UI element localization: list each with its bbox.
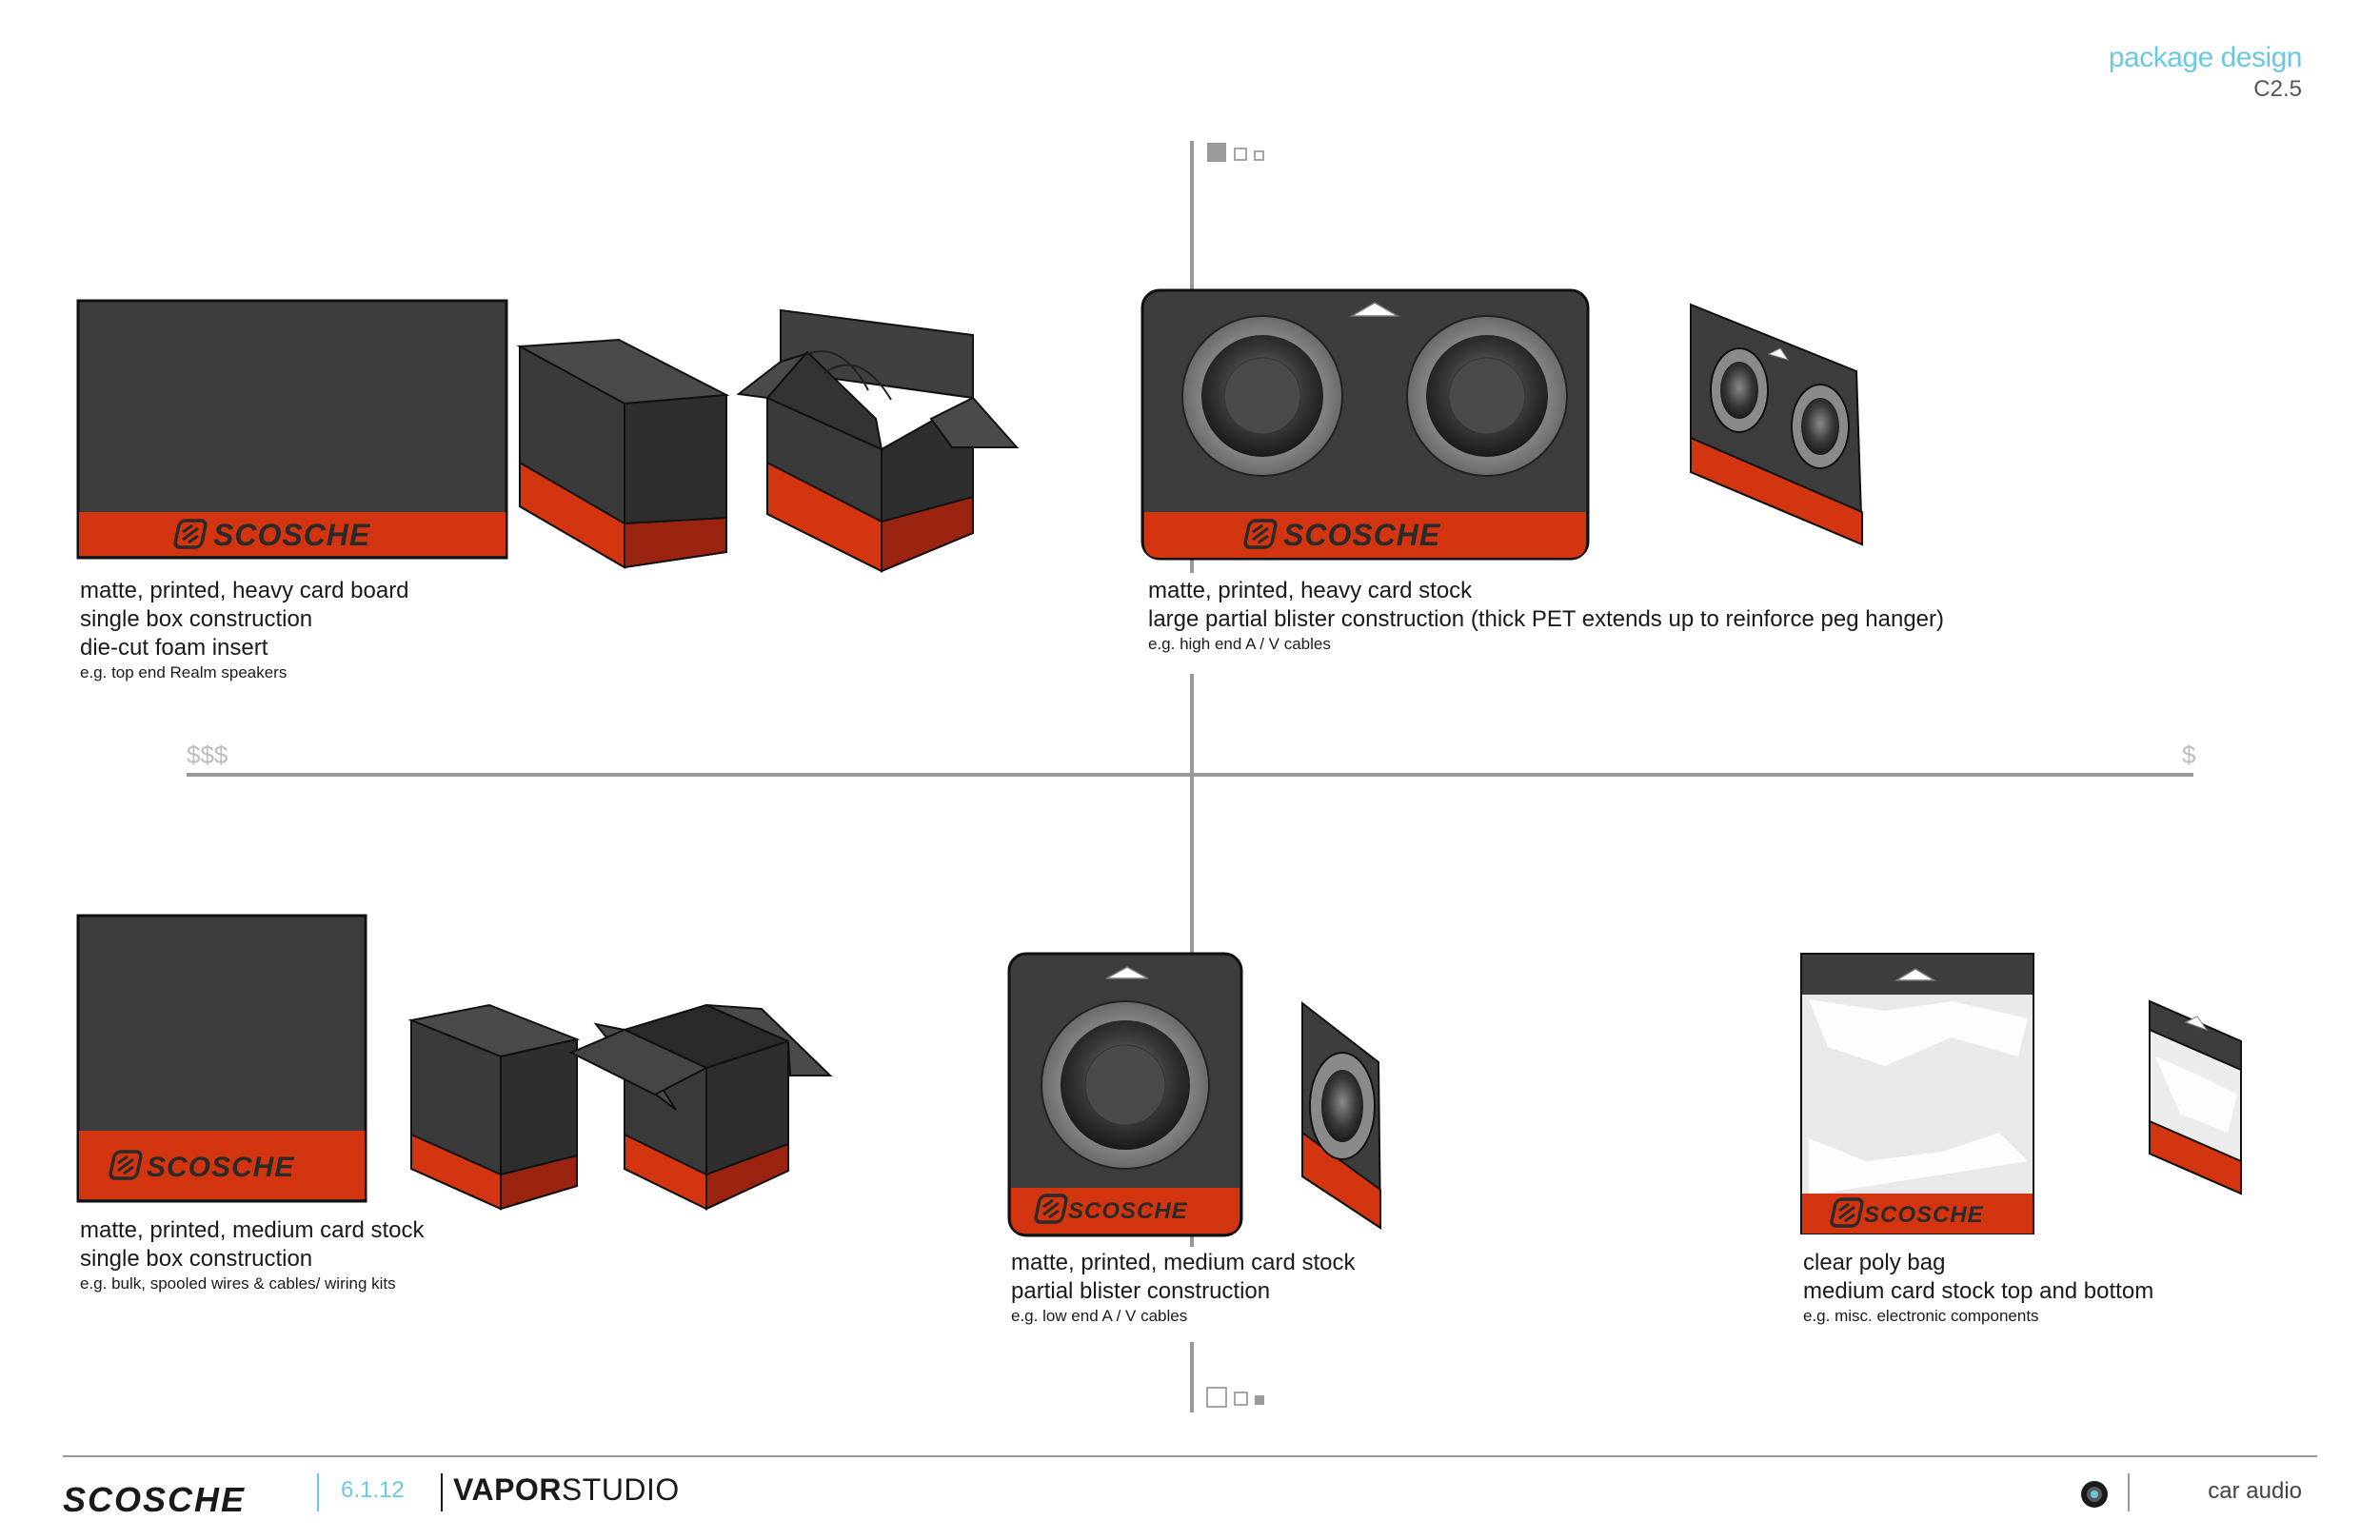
footer-category: car audio — [2208, 1478, 2302, 1504]
top-indicator — [1207, 143, 1264, 162]
page-code: C2.5 — [2253, 76, 2302, 102]
caption-bottom-left: matte, printed, medium card stock single… — [80, 1217, 425, 1293]
medium-box-open — [568, 1003, 833, 1211]
footer-date: 6.1.12 — [341, 1477, 405, 1503]
poly-bag-side — [2149, 999, 2242, 1195]
svg-text:SCOSCHE: SCOSCHE — [1283, 518, 1441, 552]
medium-box-front: SCOSCHE — [76, 914, 367, 1203]
brand-logo-text: SCOSCHE — [213, 518, 371, 552]
heavy-box-closed — [516, 338, 730, 569]
heavy-box-front: SCOSCHE — [76, 299, 508, 560]
heavy-box-open — [736, 308, 1020, 573]
svg-text:SCOSCHE: SCOSCHE — [63, 1480, 246, 1519]
caption-bottom-right: clear poly bag medium card stock top and… — [1803, 1250, 2154, 1325]
svg-text:SCOSCHE: SCOSCHE — [1864, 1202, 1984, 1228]
caption-bottom-center: matte, printed, medium card stock partia… — [1011, 1250, 1356, 1325]
footer-studio: VAPORSTUDIO — [453, 1472, 680, 1507]
caption-top-left: matte, printed, heavy card board single … — [80, 578, 409, 681]
footer-brand-logo: SCOSCHE — [63, 1480, 246, 1519]
small-blister-side — [1301, 1000, 1382, 1230]
bottom-indicator — [1206, 1387, 1264, 1408]
poly-bag-front: SCOSCHE — [1800, 953, 2034, 1234]
caption-top-right: matte, printed, heavy card stock large p… — [1148, 578, 1944, 653]
axis-label-low-cost: $ — [2182, 740, 2196, 769]
svg-text:SCOSCHE: SCOSCHE — [1068, 1198, 1188, 1224]
svg-text:SCOSCHE: SCOSCHE — [147, 1152, 294, 1183]
small-blister-card: SCOSCHE — [1007, 952, 1243, 1237]
large-blister-card: SCOSCHE — [1140, 288, 1590, 561]
page-title: package design — [2108, 42, 2303, 73]
medium-box-closed — [407, 1003, 581, 1211]
axis-label-high-cost: $$$ — [187, 740, 228, 769]
speaker-icon — [2081, 1481, 2108, 1508]
large-blister-side — [1690, 303, 1864, 546]
